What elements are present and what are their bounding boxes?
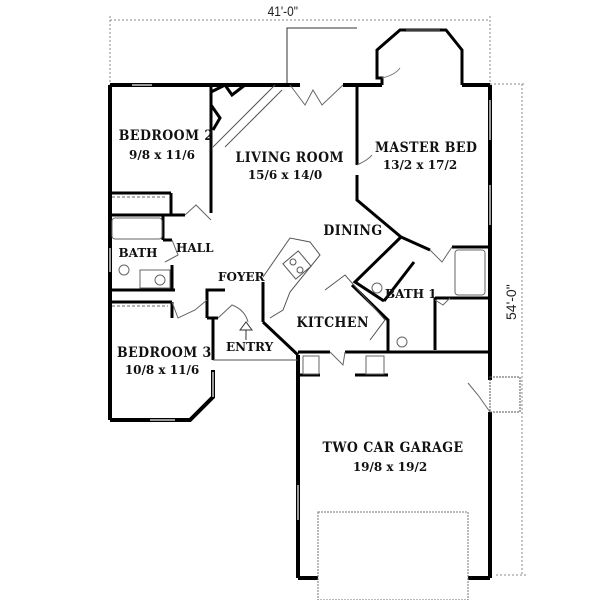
overall-depth-dimension: 54'-0" (503, 284, 519, 320)
fireplace-icon (209, 83, 246, 131)
room-dims-two-car-garage: 19/8 x 19/2 (352, 460, 428, 474)
room-dims-master-bed: 13/2 x 17/2 (382, 158, 458, 172)
garage-door (317, 511, 469, 600)
room-dims-bedroom-3: 10/8 x 11/6 (124, 363, 200, 377)
rear-patio (286, 27, 357, 85)
room-label-bath: BATH (118, 246, 158, 260)
rear-double-door (289, 84, 344, 106)
room-label-entry: ENTRY (226, 340, 274, 354)
room-label-kitchen: KITCHEN (296, 315, 369, 331)
room-label-two-car-garage: TWO CAR GARAGE (322, 440, 464, 456)
room-label-dining: DINING (323, 223, 383, 239)
master-bay-window (375, 28, 464, 85)
room-label-master-bed: MASTER BED (375, 140, 478, 156)
room-dims-bedroom-2: 9/8 x 11/6 (128, 148, 196, 162)
room-label-bedroom-2: BEDROOM 2 (118, 128, 214, 144)
room-label-living-room: LIVING ROOM (235, 150, 344, 166)
dimension-lines (109, 16, 526, 576)
room-label-hall: HALL (176, 241, 214, 255)
entry-arrow-icon (239, 321, 253, 340)
room-label-bath-1: BATH 1 (385, 287, 437, 301)
overall-width-dimension: 41'-0" (267, 3, 298, 19)
room-dims-living-room: 15/6 x 14/0 (247, 168, 323, 182)
room-label-bedroom-3: BEDROOM 3 (117, 345, 212, 361)
room-label-foyer: FOYER (218, 270, 265, 284)
kitchen-counters (262, 237, 386, 341)
